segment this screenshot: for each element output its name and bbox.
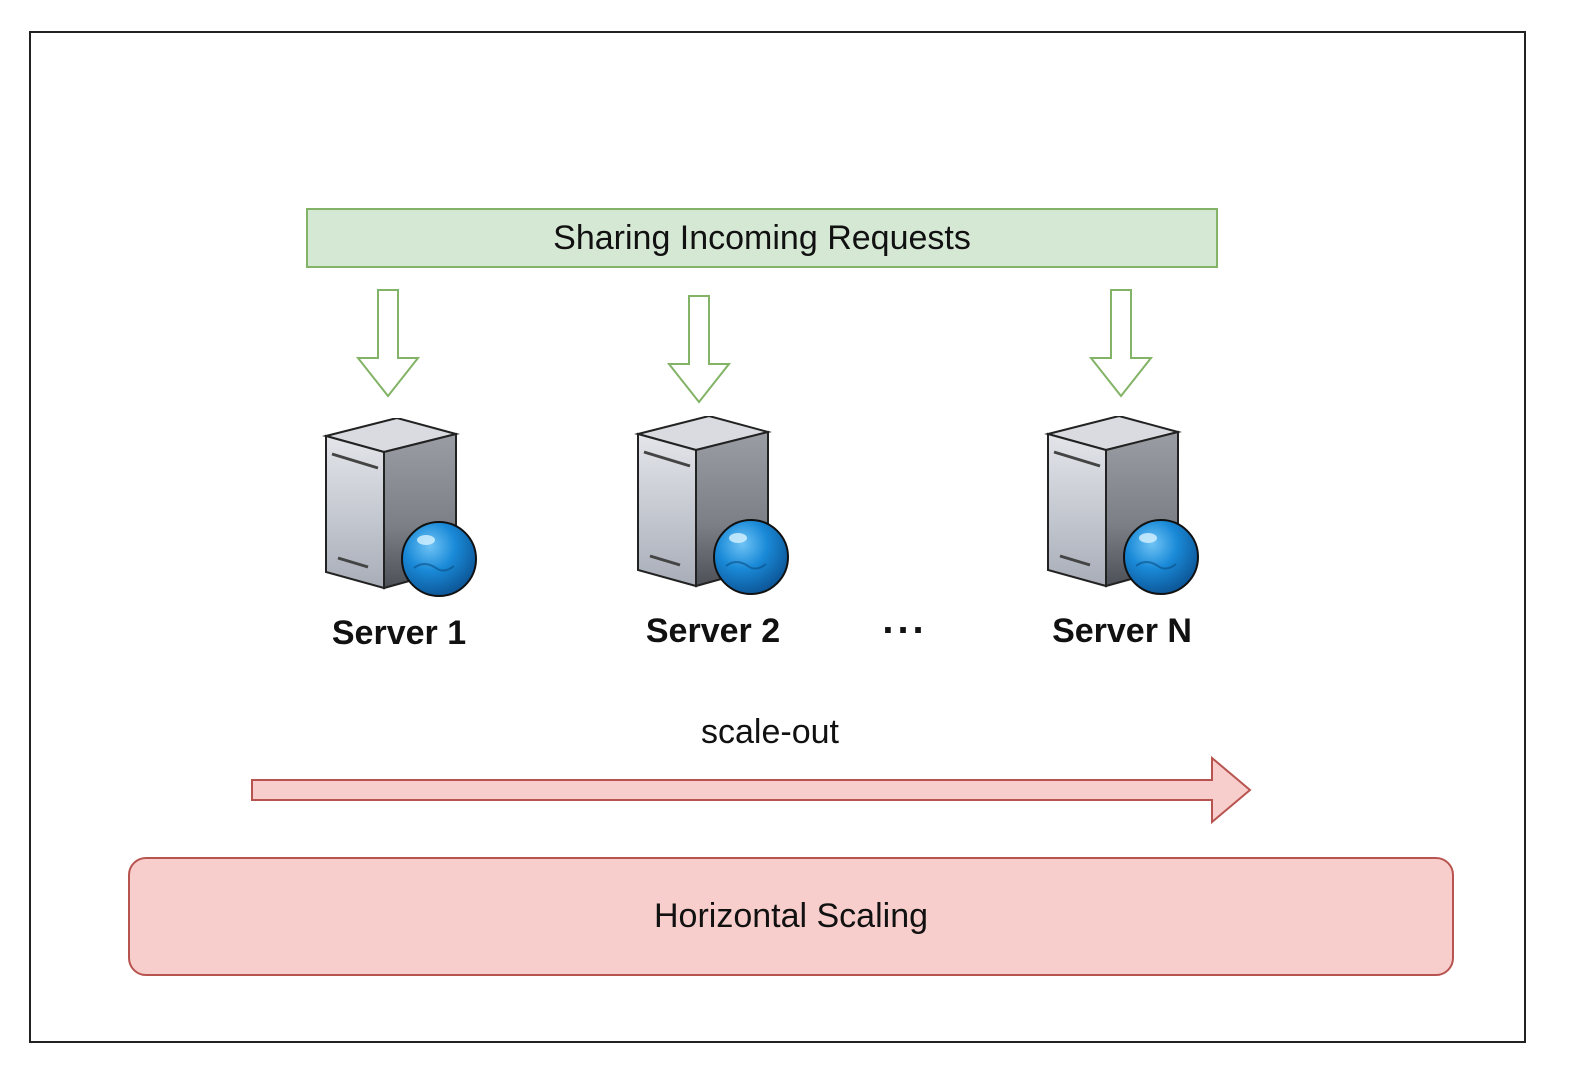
- banner-label: Sharing Incoming Requests: [553, 218, 971, 257]
- horizontal-scaling-label: Horizontal Scaling: [653, 897, 929, 935]
- down-arrow-icon: [355, 288, 425, 398]
- server-globe-icon: [634, 416, 794, 601]
- right-arrow-icon: [251, 756, 1252, 824]
- server-n-label: Server N: [1052, 612, 1192, 650]
- ellipsis-more-servers: ...: [882, 598, 928, 642]
- diagram-frame: [29, 31, 1526, 1043]
- horizontal-scaling-box: Horizontal Scaling: [128, 857, 1454, 976]
- down-arrow-icon: [1088, 288, 1158, 398]
- server-2-label: Server 2: [645, 612, 781, 650]
- scale-out-label: scale-out: [701, 713, 839, 751]
- down-arrow-icon: [666, 294, 736, 404]
- server-1-label: Server 1: [331, 614, 467, 652]
- server-globe-icon: [322, 418, 482, 603]
- sharing-requests-banner: Sharing Incoming Requests: [306, 208, 1218, 268]
- server-globe-icon: [1044, 416, 1204, 601]
